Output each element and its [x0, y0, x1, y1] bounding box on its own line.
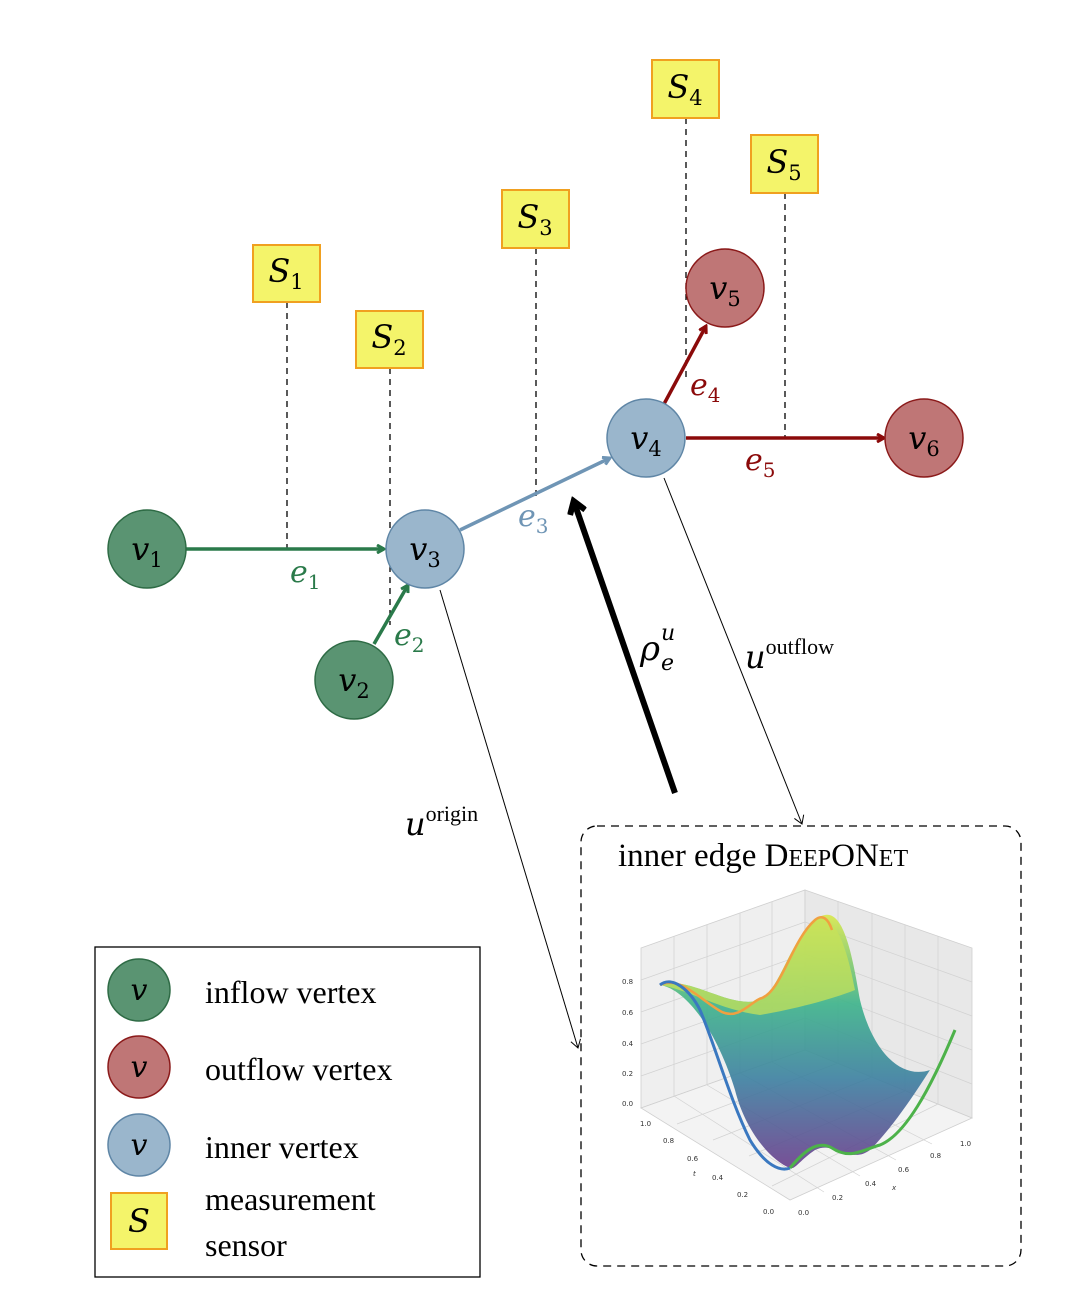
svg-text:v4: v4: [630, 419, 661, 461]
edges: [186, 326, 884, 645]
sensor-leader-lines: [286, 118, 786, 625]
svg-text:v: v: [131, 1128, 148, 1163]
svg-text:v1: v1: [131, 530, 162, 572]
svg-text:0.8: 0.8: [622, 978, 633, 986]
svg-text:v: v: [131, 973, 148, 1008]
legend-item-outflow: v outflow vertex: [107, 1035, 393, 1099]
edge-e2: [372, 585, 410, 645]
svg-text:0.0: 0.0: [763, 1208, 774, 1216]
svg-text:0.2: 0.2: [832, 1194, 843, 1202]
svg-text:0.4: 0.4: [712, 1174, 724, 1182]
svg-text:e: e: [661, 651, 674, 676]
svg-text:measurement: measurement: [205, 1181, 376, 1217]
sensors: S1 S2 S3 S4 S5: [252, 59, 819, 369]
svg-text:inflow vertex: inflow vertex: [205, 974, 377, 1010]
plot-surface-top: [660, 917, 855, 1015]
legend-item-inflow: v inflow vertex: [107, 958, 377, 1022]
x-axis-ticks: 0.0 0.2 0.4 0.6 0.8 1.0 x: [798, 1140, 971, 1217]
svg-text:0.4: 0.4: [865, 1180, 877, 1188]
svg-text:S3: S3: [517, 198, 552, 240]
vertex-v6: v6: [884, 398, 964, 478]
t-axis-ticks: 0.0 0.2 0.4 0.6 0.8 1.0 t: [640, 1120, 774, 1216]
sensor-s1: S1: [252, 244, 321, 303]
svg-text:v: v: [131, 1050, 148, 1085]
vertex-v3: v3: [385, 509, 465, 589]
plot-surface: [660, 914, 955, 1169]
edge-labels: e1 e2 e3 e4 e5: [290, 368, 776, 657]
legend-item-inner: v inner vertex: [107, 1113, 359, 1177]
svg-text:1.0: 1.0: [960, 1140, 971, 1148]
svg-text:S1: S1: [268, 252, 303, 294]
svg-text:S: S: [128, 1202, 150, 1240]
edge-label-e2: e2: [394, 618, 425, 657]
svg-text:0.6: 0.6: [687, 1155, 699, 1163]
rho-label: ρ u e: [639, 621, 675, 676]
edge-label-e1: e1: [290, 555, 321, 594]
svg-text:0.6: 0.6: [898, 1166, 910, 1174]
svg-text:0.8: 0.8: [663, 1137, 674, 1145]
svg-text:0.0: 0.0: [798, 1209, 809, 1217]
plot-curve-blue: [659, 980, 791, 1171]
edge-label-e4: e4: [690, 368, 721, 407]
vertex-v5: v5: [685, 248, 765, 328]
u-origin-label: uorigin: [405, 801, 478, 843]
svg-text:1.0: 1.0: [640, 1120, 651, 1128]
svg-text:S5: S5: [766, 143, 801, 185]
rho-arrow: [574, 502, 678, 794]
deeponet-title: inner edge DEEPONET: [618, 838, 908, 874]
sensor-s2: S2: [355, 310, 424, 369]
u-outflow-arrow: [663, 477, 805, 825]
svg-text:0.8: 0.8: [930, 1152, 941, 1160]
edge-label-e5: e5: [745, 443, 776, 482]
legend-item-sensor: S measurement sensor: [110, 1181, 376, 1263]
svg-text:0.0: 0.0: [622, 1100, 633, 1108]
edge-label-e3: e3: [518, 499, 549, 538]
edge-e4: [662, 326, 706, 405]
vertex-v2: v2: [314, 640, 394, 720]
svg-text:inner vertex: inner vertex: [205, 1129, 359, 1165]
svg-text:0.4: 0.4: [622, 1040, 634, 1048]
vertices: v1 v2 v3 v4 v5 v6: [107, 248, 964, 720]
deeponet-surface-plot: 0.0 0.2 0.4 0.6 0.8 0.0 0.2 0.4 0.6 0.8 …: [622, 889, 974, 1217]
sensor-s3: S3: [501, 189, 570, 249]
svg-text:0.6: 0.6: [622, 1009, 634, 1017]
svg-text:S2: S2: [371, 318, 406, 360]
annotation-arrows: [439, 477, 805, 1049]
sensor-s4: S4: [651, 59, 720, 119]
plot-curve-orange: [659, 916, 834, 1016]
svg-text:v5: v5: [709, 269, 740, 311]
t-axis-label: t: [693, 1170, 696, 1178]
vertex-v4: v4: [606, 398, 686, 478]
svg-text:0.2: 0.2: [622, 1070, 633, 1078]
svg-text:v6: v6: [908, 419, 939, 461]
svg-text:v3: v3: [409, 530, 440, 572]
svg-text:outflow vertex: outflow vertex: [205, 1051, 393, 1087]
edge-e3: [459, 458, 610, 532]
u-origin-arrow: [439, 589, 581, 1049]
svg-text:v2: v2: [338, 661, 369, 703]
svg-text:S4: S4: [667, 68, 702, 110]
deeponet-box: [580, 825, 1022, 1267]
plot-curve-green: [788, 1029, 957, 1169]
vertex-v1: v1: [107, 509, 187, 589]
svg-text:sensor: sensor: [205, 1227, 287, 1263]
sensor-s5: S5: [750, 134, 819, 194]
svg-text:ρ: ρ: [639, 629, 660, 669]
svg-text:u: u: [661, 621, 675, 646]
x-axis-label: x: [891, 1184, 897, 1192]
svg-text:0.2: 0.2: [737, 1191, 748, 1199]
u-outflow-label: uoutflow: [745, 634, 834, 676]
legend: v inflow vertex v outflow vertex v inner…: [94, 946, 481, 1278]
z-axis-ticks: 0.0 0.2 0.4 0.6 0.8: [622, 978, 634, 1108]
